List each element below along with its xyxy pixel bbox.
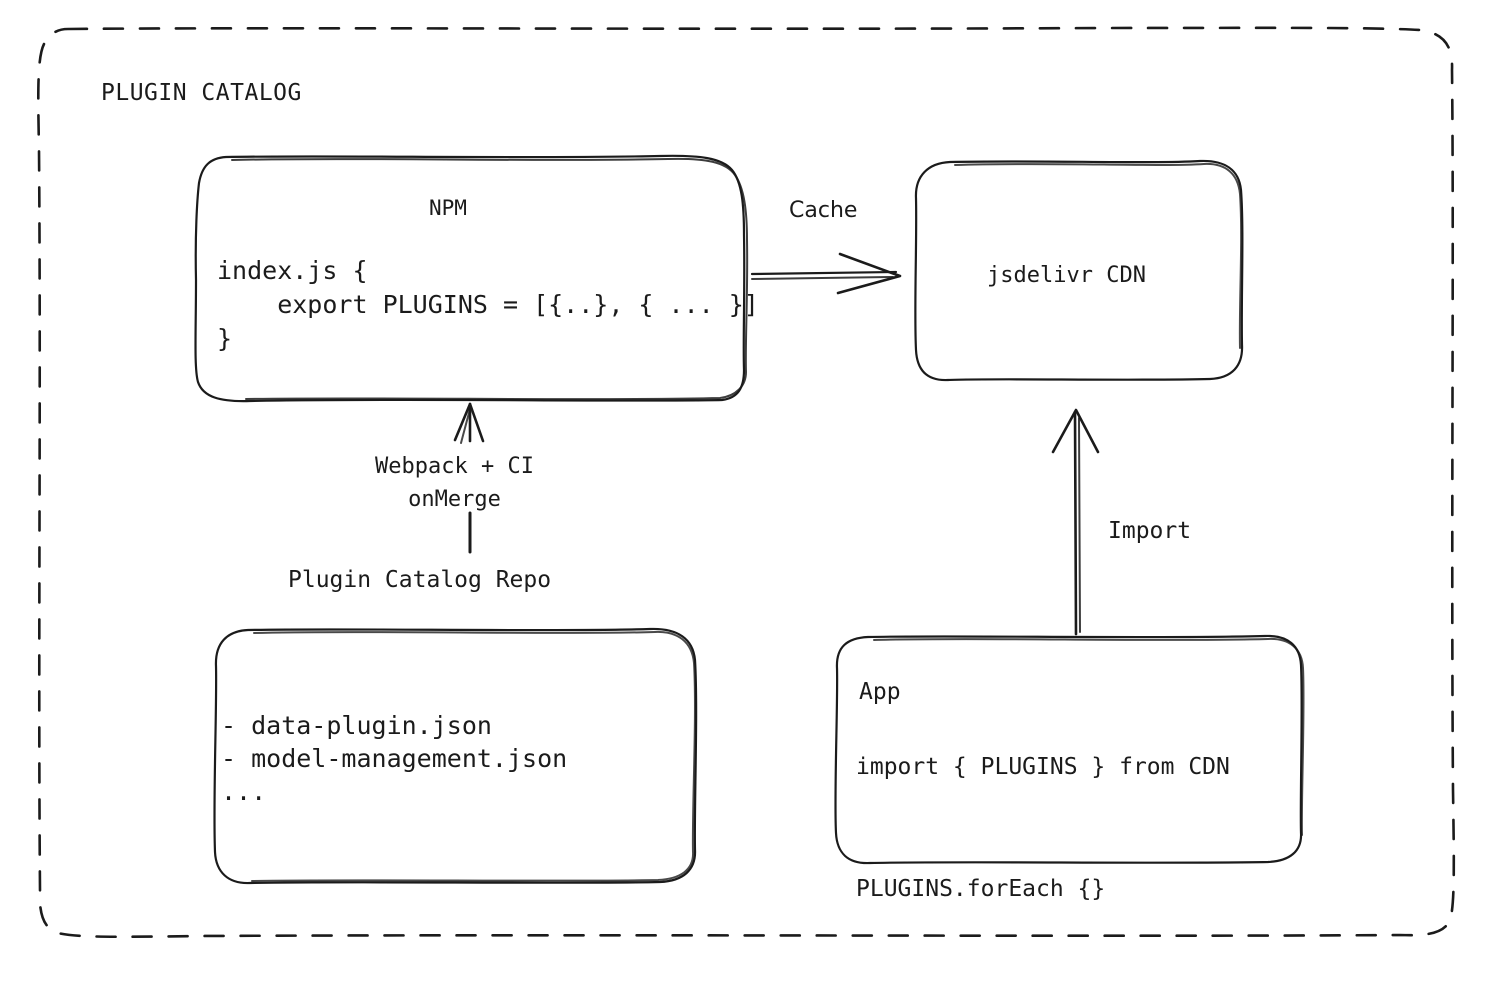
edge-label-webpack-ci: Webpack + CI onMerge (375, 454, 534, 512)
repo-node-caption: Plugin Catalog Repo (288, 567, 552, 593)
cdn-node-title: jsdelivr CDN (987, 263, 1146, 288)
app-code-block: import { PLUGINS } from CDN PLUGINS.forE… (856, 754, 1230, 902)
app-node-title: App (859, 679, 901, 705)
repo-file-list: - data-plugin.json - model-management.js… (221, 711, 568, 806)
npm-code-block: index.js { export PLUGINS = [{..}, { ...… (217, 256, 759, 353)
page-title: PLUGIN CATALOG (101, 80, 302, 106)
edge-import-arrow (1051, 408, 1100, 636)
edge-cache-arrow (750, 252, 902, 295)
edge-label-import: Import (1108, 518, 1192, 544)
edge-label-cache: Cache (789, 198, 858, 223)
npm-node-title: NPM (429, 196, 467, 220)
